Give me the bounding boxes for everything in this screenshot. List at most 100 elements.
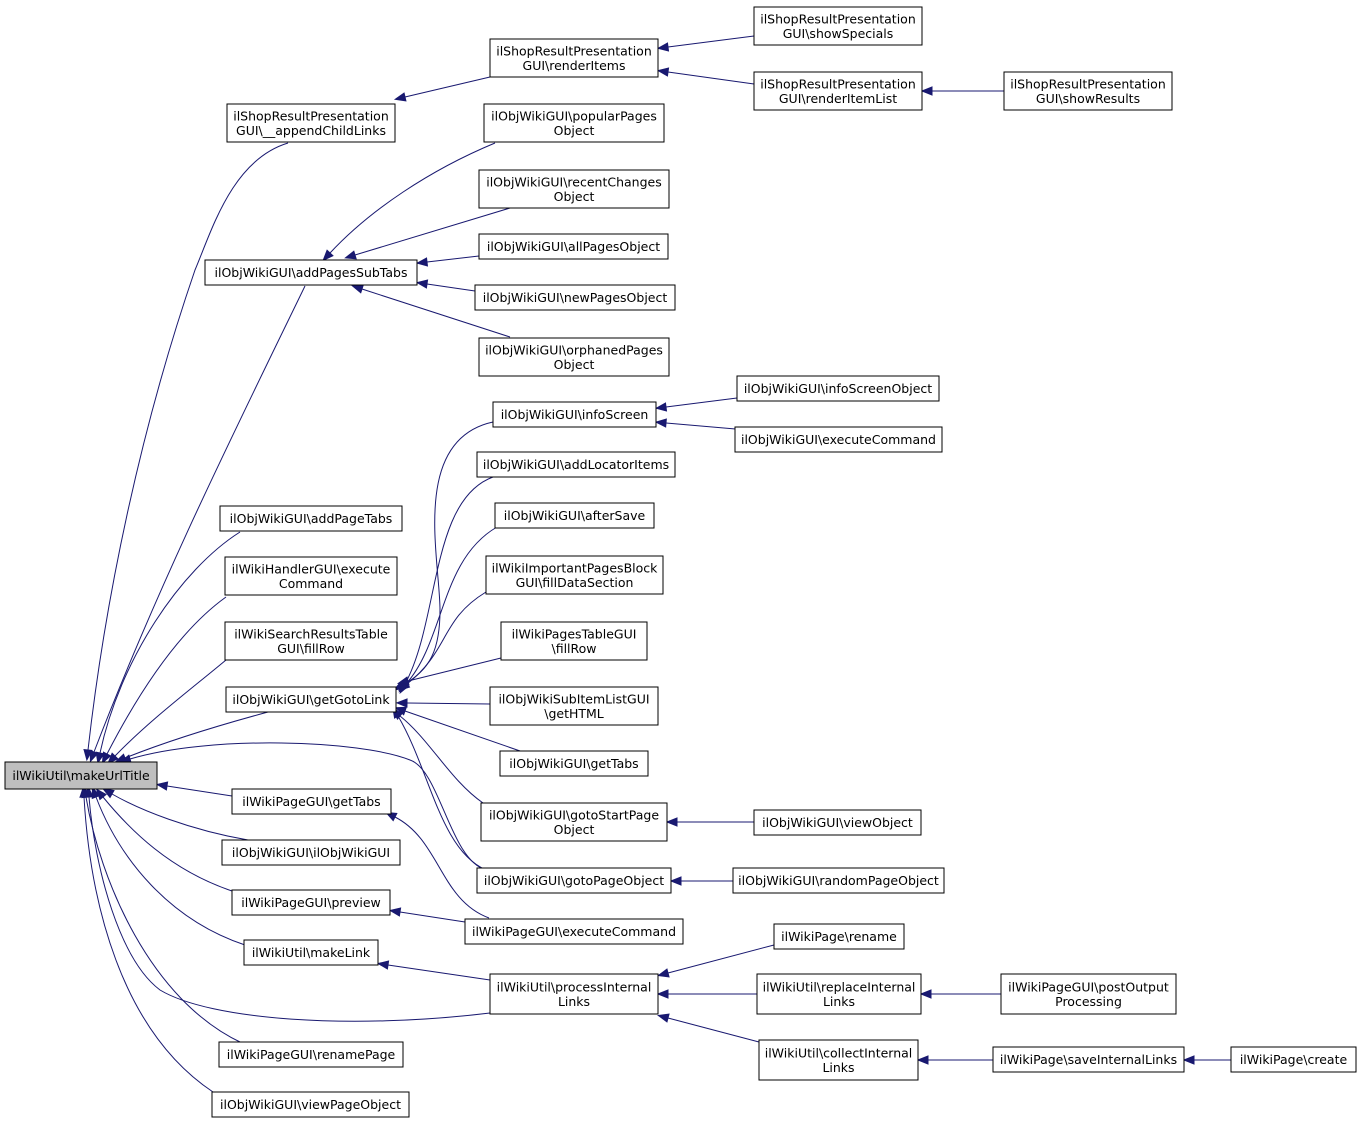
node-label-line: ilObjWikiGUI\infoScreenObject: [744, 381, 932, 396]
edge-line: [404, 76, 491, 98]
node-infoscreenobject[interactable]: ilObjWikiGUI\infoScreenObject: [736, 375, 940, 402]
node-addlocator[interactable]: ilObjWikiGUI\addLocatorItems: [476, 451, 676, 478]
node-addpagessubtabs[interactable]: ilObjWikiGUI\addPagesSubTabs: [204, 259, 418, 286]
node-label-line: Links: [822, 1060, 854, 1075]
node-viewpage[interactable]: ilObjWikiGUI\viewPageObject: [211, 1091, 410, 1118]
node-label-line: ilWikiPagesTableGUI: [512, 626, 637, 641]
node-label-line: ilObjWikiGUI\newPagesObject: [483, 290, 668, 305]
edge-subItem-to-getGotoLink: [395, 698, 491, 708]
node-label-line: ilObjWikiGUI\allPagesObject: [487, 239, 660, 254]
node-gettabsobj[interactable]: ilObjWikiGUI\getTabs: [499, 750, 649, 777]
node-create[interactable]: ilWikiPage\create: [1230, 1046, 1357, 1073]
arrowhead: [415, 257, 429, 267]
node-label-line: ilWikiPage\saveInternalLinks: [1000, 1052, 1177, 1067]
arrowhead: [155, 781, 169, 791]
node-box: [211, 1091, 410, 1118]
node-append[interactable]: ilShopResultPresentationGUI\__appendChil…: [226, 103, 396, 143]
node-box: [736, 375, 940, 402]
nodes-layer: ilWikiUtil\makeUrlTitle ilShopResultPrese…: [4, 6, 1357, 1118]
node-label-line: ilWikiHandlerGUI\execute: [232, 561, 391, 576]
edge-handlerExec-to-root: [101, 596, 227, 765]
node-addpagetabs[interactable]: ilObjWikiGUI\addPageTabs: [219, 505, 403, 532]
node-root[interactable]: ilWikiUtil\makeUrlTitle: [4, 761, 158, 790]
node-box: [483, 103, 665, 143]
edge-line: [114, 659, 227, 757]
node-label-line: \fillRow: [551, 641, 596, 656]
node-renderitemlist[interactable]: ilShopResultPresentationGUI\renderItemLi…: [753, 71, 923, 111]
node-pagestable[interactable]: ilWikiPagesTableGUI\fillRow: [500, 621, 648, 661]
arrowhead: [657, 968, 670, 978]
node-makelink[interactable]: ilWikiUtil\makeLink: [243, 939, 379, 966]
edge-line: [361, 288, 511, 338]
node-box: [474, 284, 676, 311]
node-label-line: Links: [823, 994, 855, 1009]
node-label-line: ilWikiImportantPagesBlock: [492, 560, 659, 575]
edge-viewObject-to-gotoStart: [665, 817, 754, 827]
node-aftersave[interactable]: ilObjWikiGUI\afterSave: [494, 502, 655, 529]
node-box: [753, 71, 923, 111]
edge-newPages-to-addPagesSubTabs: [415, 279, 476, 292]
node-allpages[interactable]: ilObjWikiGUI\allPagesObject: [478, 233, 669, 260]
node-important[interactable]: ilWikiImportantPagesBlockGUI\fillDataSec…: [485, 555, 664, 595]
edge-line: [95, 796, 246, 946]
node-label-line: ilWikiUtil\replaceInternal: [763, 979, 916, 994]
node-renamepage[interactable]: ilWikiPageGUI\renamePage: [218, 1041, 404, 1068]
edge-line: [83, 796, 214, 1093]
node-newpages[interactable]: ilObjWikiGUI\newPagesObject: [474, 284, 676, 311]
node-label-line: ilObjWikiGUI\popularPages: [491, 108, 657, 123]
arrowhead: [916, 1055, 929, 1065]
edge-getTabsObj-to-getGotoLink: [394, 706, 524, 753]
node-label-line: ilWikiPageGUI\renamePage: [227, 1047, 396, 1062]
node-pageexec[interactable]: ilWikiPageGUI\executeCommand: [464, 918, 684, 945]
node-preview[interactable]: ilWikiPageGUI\preview: [231, 889, 391, 916]
node-gotopage[interactable]: ilObjWikiGUI\gotoPageObject: [476, 867, 672, 894]
node-savelinks[interactable]: ilWikiPage\saveInternalLinks: [992, 1046, 1185, 1073]
node-box: [1003, 71, 1173, 111]
node-execcmdobj[interactable]: ilObjWikiGUI\executeCommand: [734, 426, 943, 453]
node-box: [499, 750, 649, 777]
node-box: [225, 686, 397, 713]
node-infoscreen[interactable]: ilObjWikiGUI\infoScreen: [492, 401, 657, 428]
node-label-line: ilShopResultPresentation: [1010, 76, 1166, 91]
node-label-line: ilWikiPageGUI\executeCommand: [472, 924, 676, 939]
edge-line: [399, 911, 466, 923]
node-getgotolink[interactable]: ilObjWikiGUI\getGotoLink: [225, 686, 397, 713]
edge-gotoPage-to-root: [119, 742, 487, 871]
edge-allPages-to-addPagesSubTabs: [415, 255, 480, 267]
edge-recent-to-addPagesSubTabs: [344, 207, 511, 260]
node-box: [753, 6, 923, 46]
edge-create-to-saveLinks: [1182, 1055, 1231, 1065]
node-rename[interactable]: ilWikiPage\rename: [773, 923, 905, 950]
node-box: [1230, 1046, 1357, 1073]
node-box: [732, 867, 945, 894]
node-subitem[interactable]: ilObjWikiSubItemListGUI\getHTML: [489, 686, 659, 726]
node-box: [218, 1041, 404, 1068]
node-label-line: GUI\showResults: [1036, 91, 1140, 106]
node-box: [226, 103, 396, 143]
node-label-line: ilObjWikiGUI\gotoStartPage: [489, 807, 659, 822]
node-label-line: ilObjWikiGUI\afterSave: [504, 508, 646, 523]
node-handlerexec[interactable]: ilWikiHandlerGUI\executeCommand: [224, 556, 398, 596]
edge-line: [93, 285, 306, 753]
node-label-line: ilWikiPageGUI\postOutput: [1008, 979, 1169, 994]
edge-line: [99, 531, 241, 754]
node-label-line: ilObjWikiGUI\orphanedPages: [485, 342, 663, 357]
node-box: [992, 1046, 1185, 1073]
arrowhead: [654, 402, 668, 412]
node-viewobject[interactable]: ilObjWikiGUI\viewObject: [753, 809, 922, 836]
node-randompage[interactable]: ilObjWikiGUI\randomPageObject: [732, 867, 945, 894]
node-ctor[interactable]: ilObjWikiGUI\ilObjWikiGUI: [221, 839, 401, 866]
node-pagegettabs[interactable]: ilWikiPageGUI\getTabs: [231, 788, 392, 815]
